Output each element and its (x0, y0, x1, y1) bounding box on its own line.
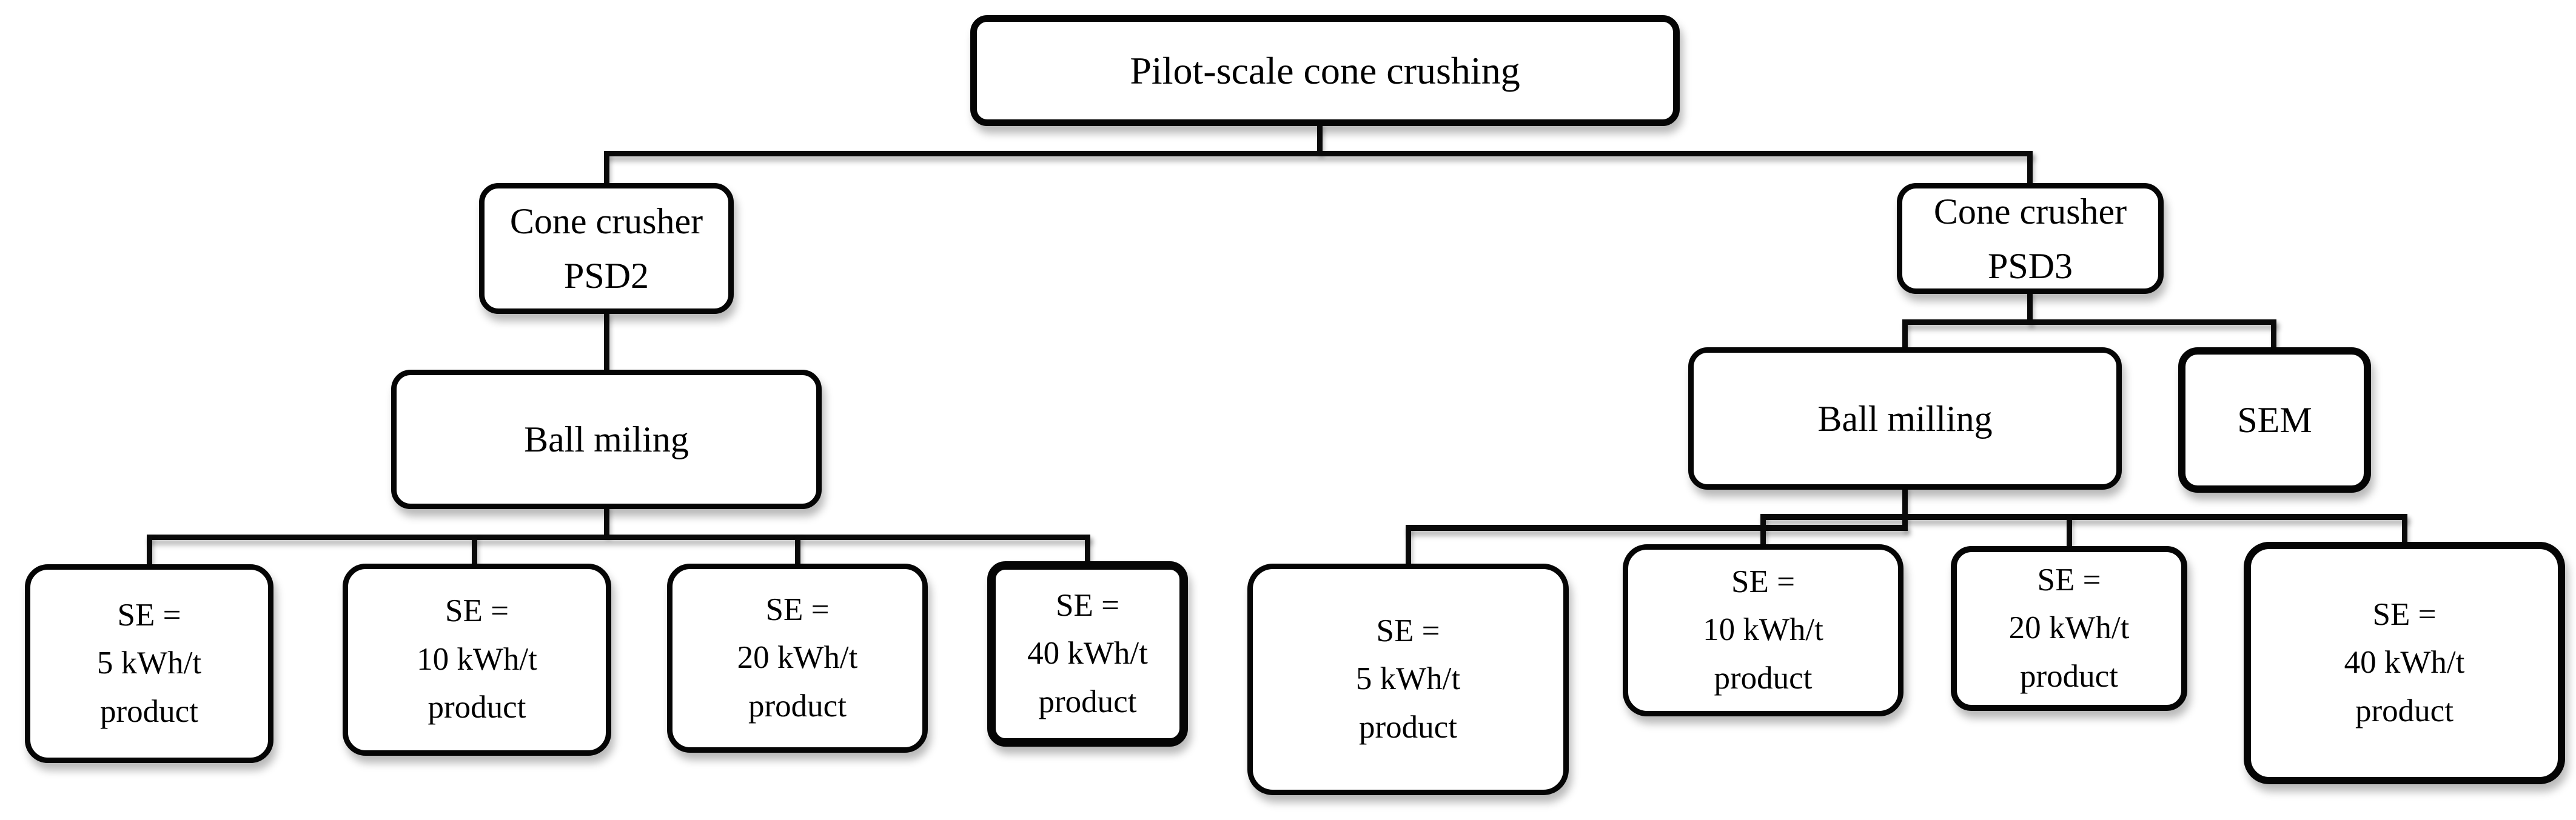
edge-main-bus (604, 151, 2033, 156)
node-se5-left: SE = 5 kWh/t product (25, 564, 273, 763)
edge-psd3-drop (2027, 151, 2033, 185)
node-cone-crusher-psd2: Cone crusher PSD2 (479, 183, 734, 314)
edge-se20-left-drop (795, 535, 800, 567)
node-se10-right: SE = 10 kWh/t product (1623, 544, 1903, 716)
edge-se40-right-drop (2402, 514, 2407, 545)
node-se10-left: SE = 10 kWh/t product (343, 564, 611, 756)
edge-psd3-stem (2027, 292, 2033, 325)
edge-psd2-to-ball-left (604, 313, 609, 373)
edge-se10-right-drop (1760, 514, 1766, 547)
edge-se5-left-drop (147, 535, 152, 567)
edge-ball-right-stem (1902, 486, 1908, 531)
node-pilot-scale-cone-crushing: Pilot-scale cone crushing (970, 15, 1680, 126)
node-ball-milling-left: Ball miling (391, 370, 822, 509)
edge-right-children-bus-upper (1760, 514, 2407, 520)
node-se40-right: SE = 40 kWh/t product (2244, 542, 2565, 784)
node-se40-left: SE = 40 kWh/t product (987, 561, 1188, 747)
edge-root-stem (1317, 124, 1323, 155)
node-sem: SEM (2178, 347, 2371, 493)
edge-se20-right-drop (2067, 514, 2072, 549)
node-se20-right: SE = 20 kWh/t product (1951, 546, 2187, 711)
edge-ball-right-drop (1902, 319, 1908, 350)
edge-psd3-children-bus (1902, 319, 2276, 325)
node-ball-milling-right: Ball milling (1688, 347, 2122, 490)
edge-ball-left-stem (604, 505, 609, 537)
node-se20-left: SE = 20 kWh/t product (667, 564, 928, 753)
edge-se5-right-drop (1406, 525, 1411, 566)
edge-psd2-drop (604, 151, 609, 185)
edge-right-children-bus-lower (1406, 525, 1908, 531)
edge-left-children-bus (147, 535, 1090, 540)
edge-se10-left-drop (472, 535, 477, 567)
node-cone-crusher-psd3: Cone crusher PSD3 (1897, 183, 2164, 294)
node-se5-right: SE = 5 kWh/t product (1247, 564, 1569, 795)
edge-sem-drop (2271, 319, 2276, 350)
edge-se40-left-drop (1085, 535, 1090, 564)
